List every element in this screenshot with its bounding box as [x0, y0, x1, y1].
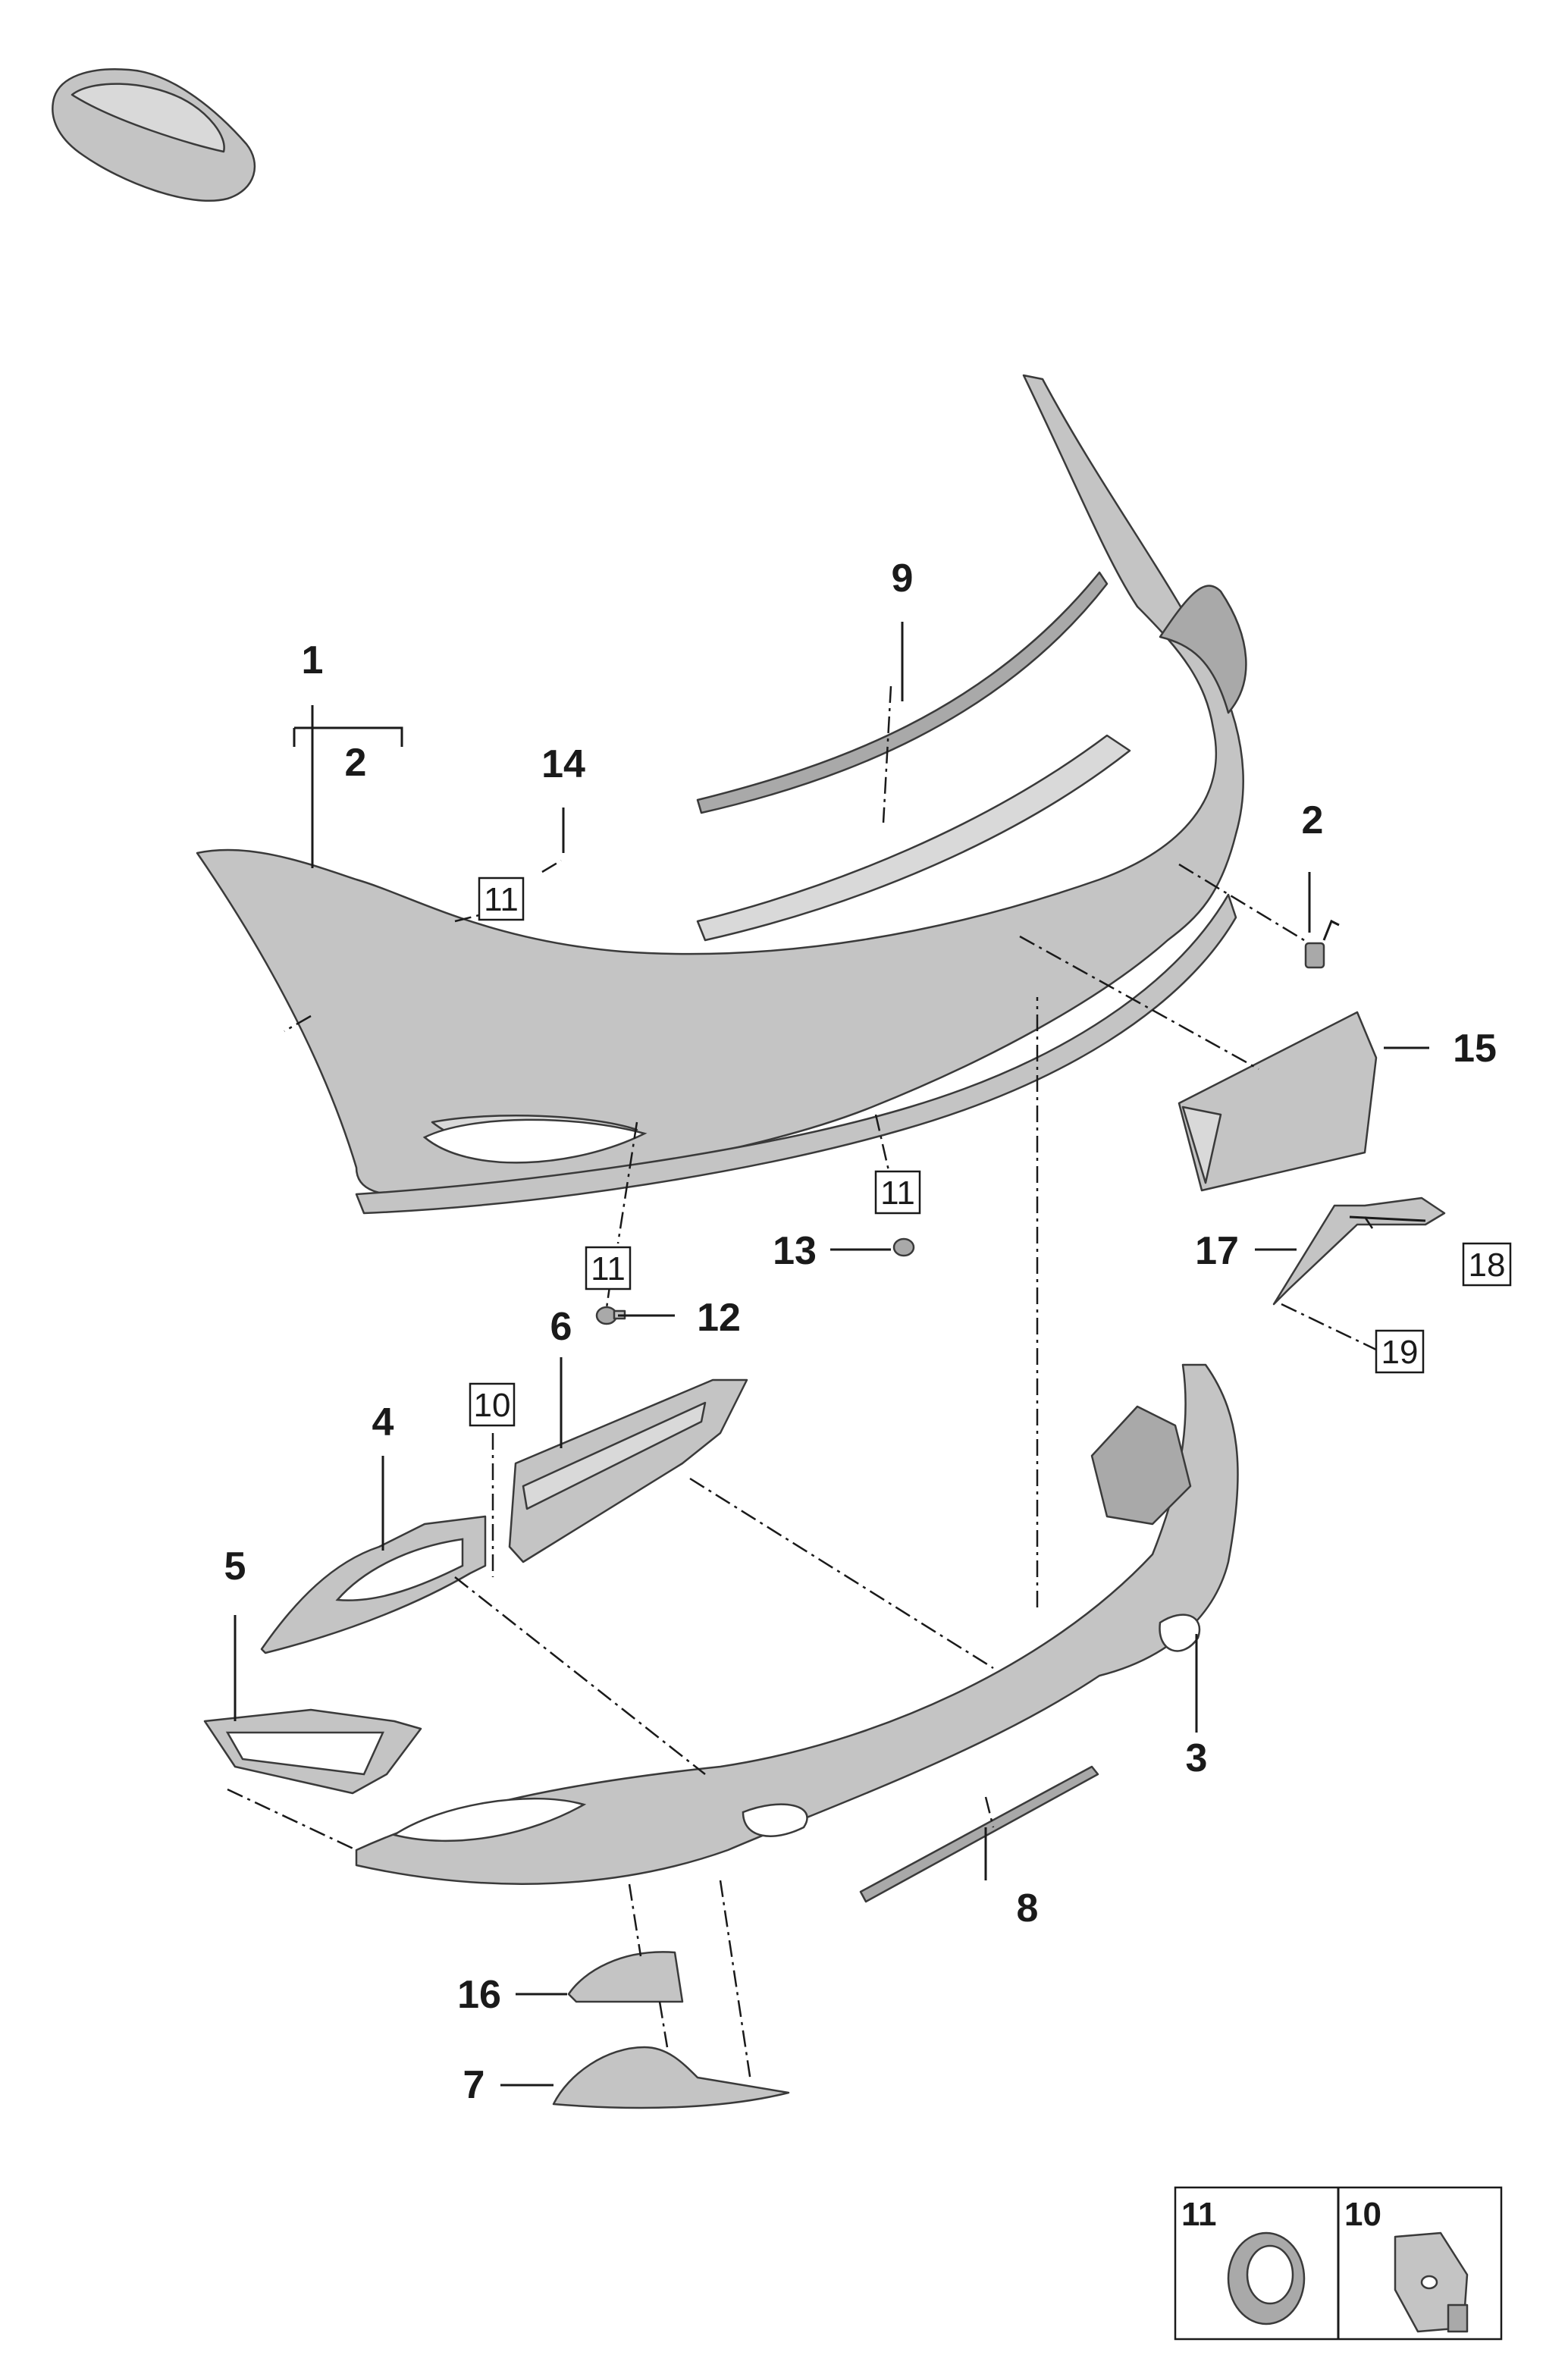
- grommet-ring-icon: [1227, 2231, 1306, 2325]
- diffuser-bracket: [567, 1951, 684, 2003]
- license-plate-bracket: [1178, 1011, 1378, 1192]
- ref-box-11-middle: 11: [874, 1170, 921, 1215]
- lower-trim-strip: [859, 1765, 1099, 1903]
- callout-1: 1: [302, 638, 324, 682]
- center-grille-insert: [508, 1378, 748, 1563]
- callout-5: 5: [224, 1545, 246, 1588]
- callout-14: 14: [541, 742, 585, 786]
- legend-label-10: 10: [1344, 2196, 1381, 2233]
- ref-box-18: 18: [1462, 1242, 1512, 1287]
- car-silhouette-icon: [52, 68, 256, 202]
- dashed-reference-lines: [227, 685, 1377, 2082]
- callout-7: 7: [463, 2063, 485, 2107]
- ref-box-18-label: 18: [1469, 1247, 1506, 1284]
- callout-13: 13: [773, 1229, 817, 1273]
- diffuser-panel: [552, 2046, 790, 2109]
- callout-leaders: [234, 622, 1429, 2087]
- callout-16: 16: [457, 1973, 501, 2017]
- callout-17: 17: [1195, 1229, 1239, 1273]
- upper-trim-strip: [696, 571, 1109, 814]
- callout-12: 12: [697, 1296, 741, 1340]
- callout-2-right: 2: [1302, 798, 1324, 842]
- callout-9: 9: [892, 557, 914, 601]
- ref-box-11-middle-label: 11: [880, 1174, 915, 1212]
- callout-8: 8: [1017, 1886, 1039, 1930]
- ref-box-11-lower: 11: [585, 1246, 632, 1290]
- callout-3: 3: [1186, 1736, 1208, 1780]
- callout-4: 4: [372, 1400, 394, 1444]
- ref-box-10-label: 10: [474, 1387, 511, 1424]
- legend-label-11: 11: [1181, 2196, 1217, 2233]
- ref-box-19-label: 19: [1381, 1334, 1419, 1371]
- side-clip-part: [1304, 919, 1340, 969]
- small-parts-legend: 11 10: [1174, 2186, 1503, 2341]
- lower-bumper-section: [355, 1363, 1239, 1885]
- callout-6: 6: [550, 1305, 572, 1349]
- retaining-clip-icon: [1394, 2231, 1469, 2333]
- ref-box-11-lower-label: 11: [591, 1250, 626, 1287]
- left-vent-trim: [260, 1515, 487, 1654]
- left-grille: [203, 1708, 422, 1795]
- callout-2-left: 2: [345, 741, 367, 785]
- ref-box-19: 19: [1375, 1329, 1425, 1374]
- bolt-part-13: [892, 1237, 915, 1257]
- ref-box-10: 10: [469, 1382, 516, 1427]
- triangle-bracket: [1272, 1196, 1446, 1306]
- ref-box-11-top: 11: [478, 877, 525, 921]
- bumper-cover: [196, 374, 1247, 1215]
- ref-box-11-top-label: 11: [484, 881, 519, 918]
- callout-15: 15: [1453, 1027, 1497, 1071]
